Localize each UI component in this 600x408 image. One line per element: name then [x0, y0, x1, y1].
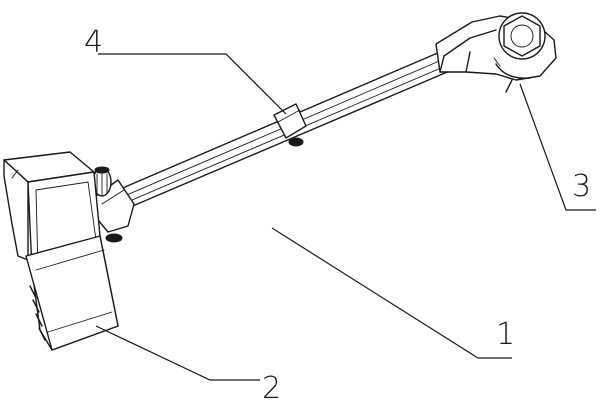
- callout-1: 1: [496, 317, 515, 352]
- bracket-screw: [105, 233, 123, 243]
- lamp-housing: [3, 151, 119, 351]
- leader-3: [519, 83, 596, 211]
- callout-2: 2: [262, 371, 281, 406]
- leader-4: [98, 53, 287, 115]
- callout-3: 3: [572, 169, 591, 204]
- leader-1: [271, 227, 512, 359]
- sleeve-screw: [288, 137, 304, 147]
- bracket-knob: [92, 166, 112, 197]
- vent-slots: [29, 285, 46, 341]
- hex-nut: [503, 15, 541, 57]
- head-clamp: [435, 12, 557, 93]
- callout-4: 4: [84, 25, 103, 60]
- sleeve-clamp: [273, 103, 307, 147]
- leader-lines: [95, 53, 596, 381]
- leader-2: [95, 325, 260, 381]
